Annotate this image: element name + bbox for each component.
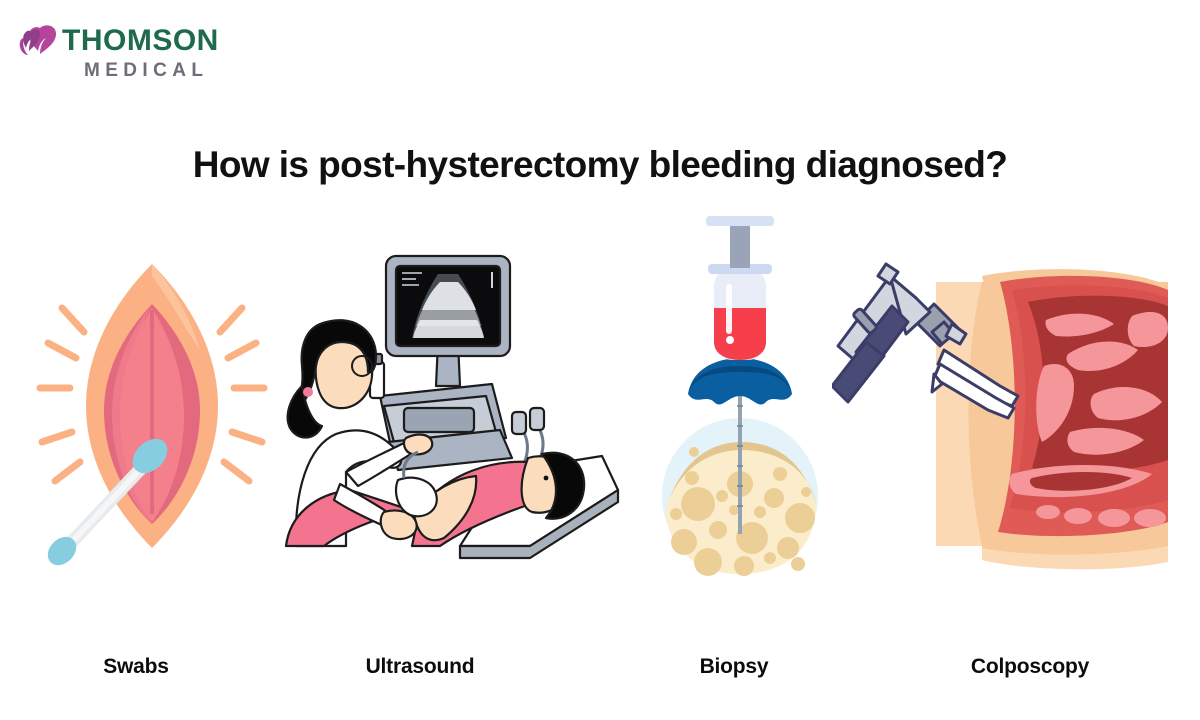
- brand-logo: THOMSON MEDICAL: [18, 22, 248, 92]
- needle-gradations: [737, 405, 743, 507]
- syringe-fluid: [714, 308, 766, 360]
- anatomy-lower-cavity: [1029, 472, 1132, 491]
- outer-labia-highlight: [152, 264, 200, 350]
- anatomy-bottom-skin-light: [982, 546, 1168, 570]
- transducer-probe: [394, 476, 438, 518]
- patient-hair: [540, 451, 586, 520]
- illustration-colposcopy: [832, 246, 1172, 576]
- cotton-swab-icon: [47, 438, 168, 566]
- probe-holder-2: [528, 406, 546, 432]
- sonographer-glasses-lens: [351, 355, 373, 377]
- sonographer-hand: [402, 433, 434, 456]
- speculum-icon: [930, 348, 1020, 420]
- illustration-ultrasound: [280, 246, 630, 576]
- patient-belly: [412, 474, 478, 542]
- inner-labia-left: [112, 304, 152, 524]
- anatomy-dots: [1036, 505, 1166, 527]
- tissue-mass-edge: [666, 442, 816, 508]
- transducer-cable: [402, 450, 419, 479]
- exam-table-shadow: [458, 488, 620, 560]
- body-skin-highlight: [936, 282, 982, 546]
- monitor-text-lines: [402, 272, 422, 286]
- syringe-highlight: [726, 284, 732, 334]
- ultrasound-keypad: [402, 406, 476, 434]
- caption-ultrasound: Ultrasound: [365, 655, 475, 678]
- sonographer-ponytail: [286, 384, 324, 439]
- logo-word-medical: MEDICAL: [84, 60, 209, 81]
- caption-colposcopy: Colposcopy: [970, 655, 1090, 678]
- syringe-plunger-cap: [706, 216, 774, 226]
- logo-word-thomson: THOMSON: [62, 24, 219, 57]
- butterfly-heart-icon: [18, 24, 60, 64]
- sonographer-hair: [288, 319, 378, 414]
- page-title: How is post-hysterectomy bleeding diagno…: [192, 144, 1008, 185]
- hair-tie-icon: [303, 387, 313, 397]
- patient-eye: [543, 475, 549, 481]
- swab-rays-icon: [36, 304, 268, 485]
- caption-swabs: Swabs: [103, 655, 169, 678]
- probe-holder-1: [510, 410, 528, 436]
- syringe-bubble: [726, 336, 734, 344]
- caption-biopsy: Biopsy: [699, 655, 769, 678]
- syringe-collar: [708, 264, 772, 274]
- needle-hub-shadow: [688, 366, 792, 394]
- anatomy-folds: [1036, 312, 1168, 455]
- tissue-cells: [670, 447, 815, 576]
- colposcope-icon: [832, 262, 968, 404]
- ultrasound-scan-image: [412, 274, 484, 338]
- illustration-swabs: [22, 246, 282, 576]
- illustration-biopsy: [648, 216, 833, 576]
- syringe-plunger-rod: [730, 224, 750, 268]
